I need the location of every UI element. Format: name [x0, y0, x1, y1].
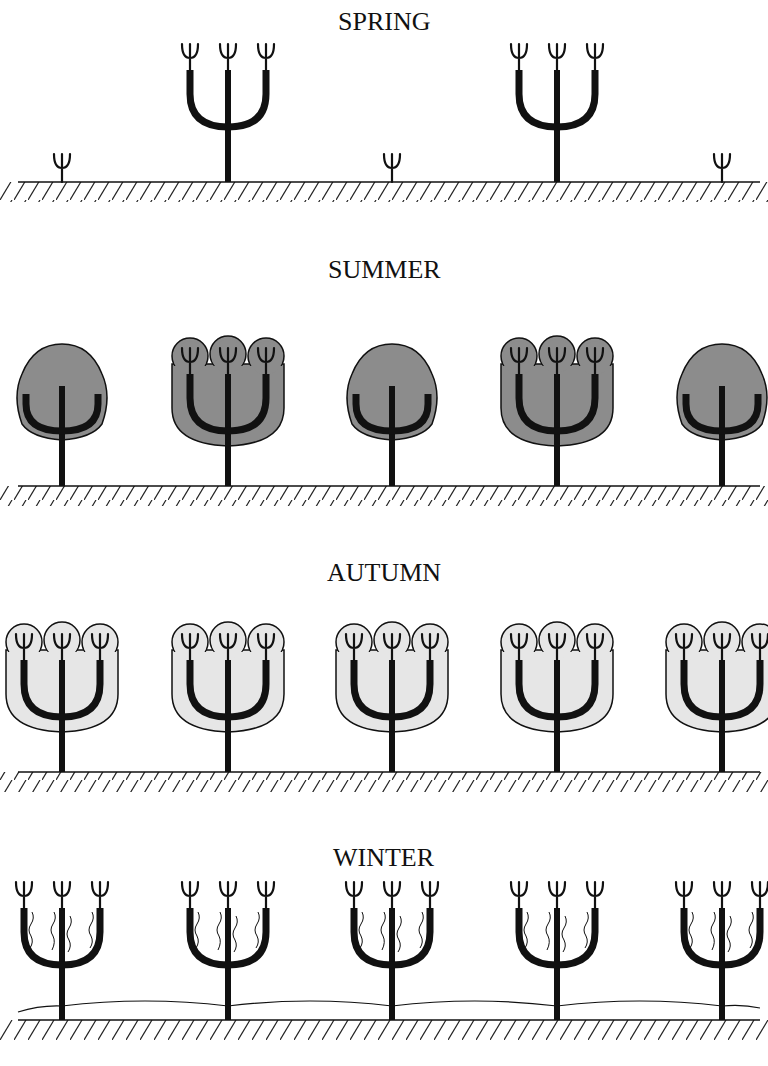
- season-label: SUMMER: [328, 256, 441, 285]
- season-label: WINTER: [333, 844, 434, 873]
- season-label: SPRING: [338, 8, 430, 37]
- season-label: AUTUMN: [327, 559, 441, 588]
